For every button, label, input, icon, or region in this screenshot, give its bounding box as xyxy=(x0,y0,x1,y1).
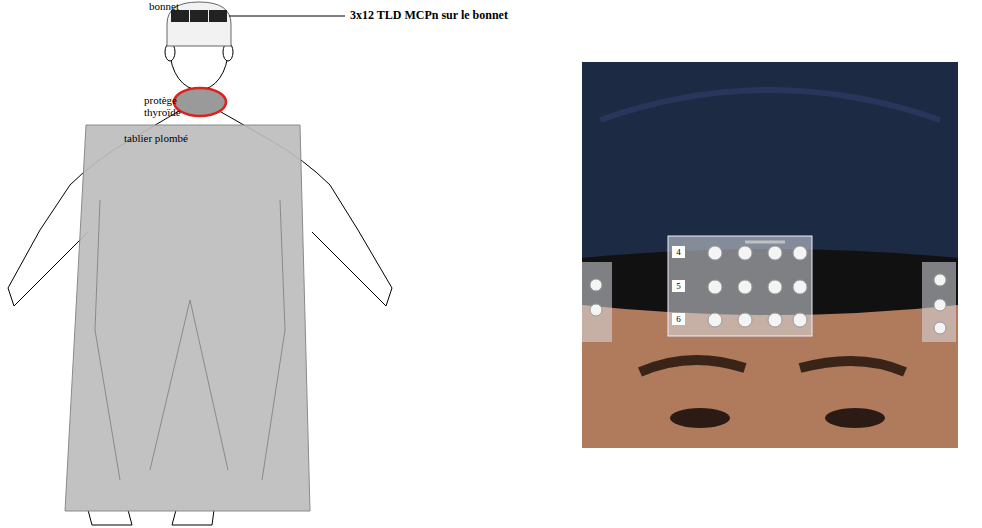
apron-folds xyxy=(95,200,285,480)
eyebrow xyxy=(800,361,905,372)
part-label: protège thyroïde xyxy=(144,94,192,118)
tld-patch xyxy=(582,262,612,342)
tld-block xyxy=(190,10,208,22)
face xyxy=(582,300,958,448)
eyebrow xyxy=(640,360,745,372)
part-label: bonnet xyxy=(149,0,199,12)
lead-apron-outline xyxy=(62,122,314,514)
row-number: 4 xyxy=(672,246,685,258)
tld-patch xyxy=(668,236,812,336)
eye xyxy=(670,408,730,428)
cap-fold xyxy=(600,90,940,120)
row-number: 6 xyxy=(672,313,685,325)
photo xyxy=(582,62,958,448)
tld-block xyxy=(209,10,227,22)
leader-line xyxy=(229,16,345,17)
safety-pin xyxy=(745,241,785,244)
eye xyxy=(825,408,885,428)
row-number: 5 xyxy=(672,280,685,292)
tld-block xyxy=(171,10,189,22)
part-label: tablier plombé xyxy=(124,132,214,144)
photo-background xyxy=(582,62,958,448)
lead-apron: tablier plombé xyxy=(62,122,314,514)
right-foot-outline xyxy=(172,510,214,525)
left-foot-outline xyxy=(88,510,132,525)
thyroid-shield: protège thyroïde xyxy=(172,86,228,118)
tld-patch xyxy=(922,262,956,342)
dosimeter-caption: 3x12 TLD MCPn sur le bonnet xyxy=(350,8,590,22)
tld-band xyxy=(171,10,227,22)
cap-shape: bonnet xyxy=(163,0,235,46)
tld-chips xyxy=(590,246,946,334)
